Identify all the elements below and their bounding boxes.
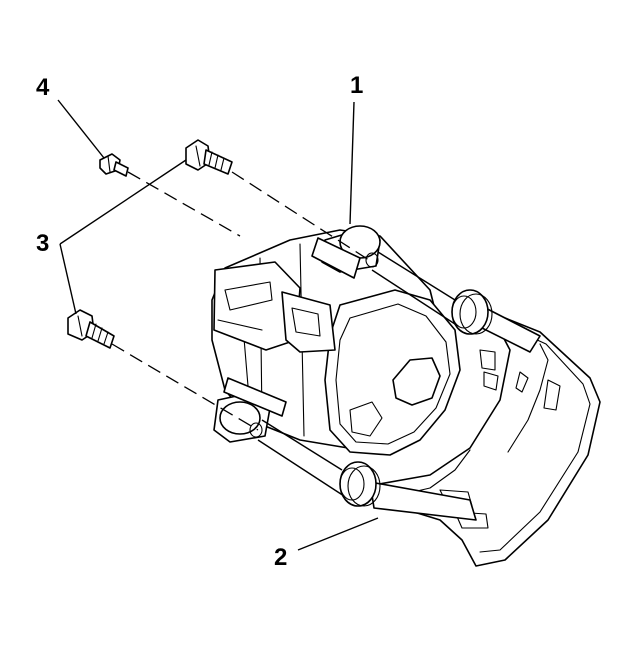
caliper-bracket bbox=[367, 299, 601, 567]
caliper-body bbox=[211, 225, 461, 456]
pin-guide-lines bbox=[257, 251, 459, 497]
upper-pin-boot bbox=[451, 289, 493, 335]
alignment-lines bbox=[111, 171, 373, 431]
bleeder-valve bbox=[99, 153, 129, 177]
lower-pin-boot bbox=[339, 461, 381, 507]
callout-4: 4 bbox=[36, 74, 50, 101]
callout-3: 3 bbox=[36, 230, 50, 257]
callout-2: 2 bbox=[274, 544, 288, 571]
lower-caliper-bolt bbox=[67, 309, 115, 349]
callout-1: 1 bbox=[350, 72, 364, 99]
leader-lines bbox=[57, 99, 379, 551]
upper-caliper-bolt bbox=[185, 139, 233, 175]
